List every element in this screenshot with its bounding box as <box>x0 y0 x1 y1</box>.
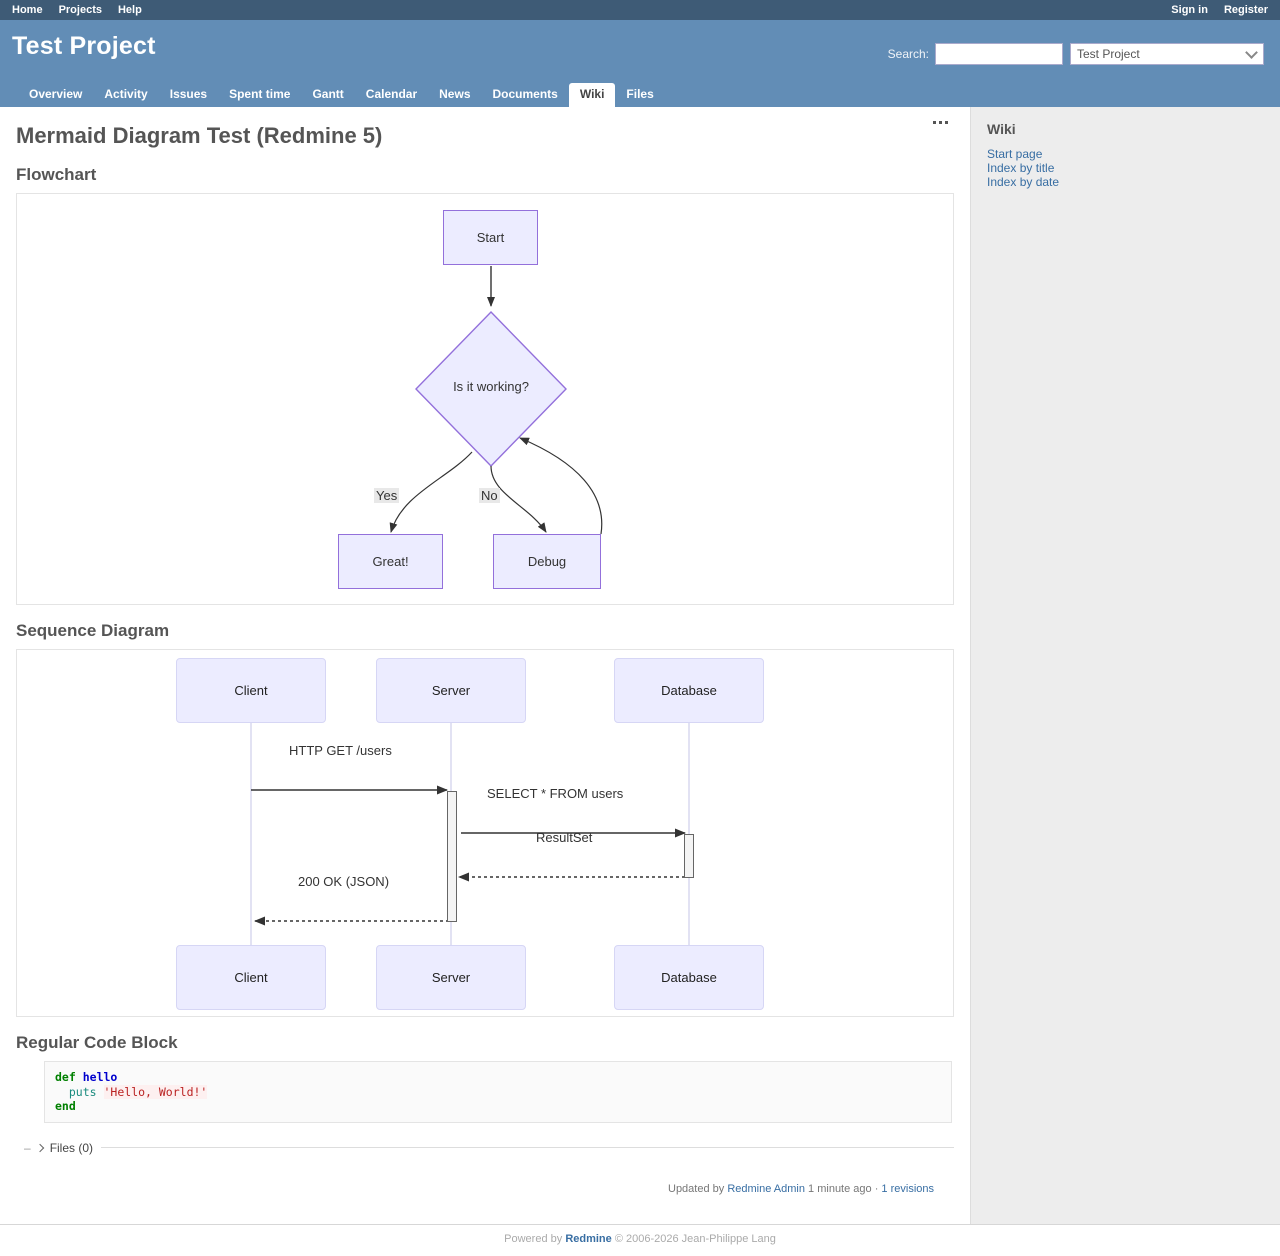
heading-flowchart: Flowchart <box>16 165 97 184</box>
files-toggle-label: Files (0) <box>49 1140 94 1155</box>
sequence-actor-server-bottom: Server <box>376 945 526 1010</box>
footer-powered-text: Powered by <box>504 1233 566 1245</box>
sequence-message-label-resultset: ResultSet <box>536 830 593 845</box>
heading-sequence-diagram: Sequence Diagram <box>16 621 170 640</box>
flowchart-node-great-label: Great! <box>372 554 409 569</box>
code-token-st: 'Hello, World!' <box>103 1084 208 1099</box>
updated-info: Updated by Redmine Admin 1 minute ago · … <box>16 1183 954 1195</box>
flowchart-edge-label-yes: Yes <box>374 488 400 503</box>
activation-database <box>684 834 694 878</box>
sequence-message-label-200-ok: 200 OK (JSON) <box>298 874 390 889</box>
sequence-actor-database-bottom: Database <box>614 945 764 1010</box>
tab-gantt[interactable]: Gantt <box>312 87 344 101</box>
flowchart-node-great: Great! <box>338 534 443 589</box>
search-label: Search: <box>887 47 929 61</box>
page-actions-menu-icon[interactable] <box>933 121 948 124</box>
flowchart-node-start: Start <box>443 210 538 265</box>
top-menu-projects[interactable]: Projects <box>58 4 102 16</box>
tab-calendar[interactable]: Calendar <box>365 87 418 101</box>
files-divider <box>101 1147 954 1148</box>
tab-documents[interactable]: Documents <box>492 87 558 101</box>
search-scope-value: Test Project <box>1077 47 1140 61</box>
sidebar-link-index-by-title[interactable]: Index by title <box>987 161 1055 175</box>
flowchart-node-debug-label: Debug <box>527 554 567 569</box>
footer-redmine-link[interactable]: Redmine <box>565 1233 612 1245</box>
chevron-right-icon <box>35 1143 44 1152</box>
edge-debug-back <box>519 437 603 535</box>
search-input[interactable] <box>935 43 1063 65</box>
tab-activity[interactable]: Activity <box>104 87 148 101</box>
edge-no <box>490 465 547 533</box>
sequence-actor-database-top: Database <box>614 658 764 723</box>
dot-1 <box>933 121 936 124</box>
tab-overview[interactable]: Overview <box>29 87 83 101</box>
project-title: Test Project <box>12 32 156 60</box>
flowchart-node-debug: Debug <box>493 534 601 589</box>
page-title: Mermaid Diagram Test (Redmine 5) <box>16 123 383 148</box>
chevron-down-icon <box>1245 46 1258 59</box>
sidebar-heading: Wiki <box>987 121 1016 137</box>
mermaid-sequence-diagram: Client Server Database Client Server Dat… <box>16 649 954 1017</box>
tab-wiki[interactable]: Wiki <box>568 83 616 107</box>
sidebar-link-index-by-date[interactable]: Index by date <box>987 175 1060 189</box>
search-scope-select[interactable]: Test Project <box>1070 43 1264 65</box>
code-token-fn: hello <box>82 1070 118 1084</box>
activation-server <box>447 791 457 922</box>
footer-copyright: © 2006-2026 Jean-Philippe Lang <box>611 1233 776 1245</box>
top-menu-home[interactable]: Home <box>12 4 43 16</box>
page-body: Mermaid Diagram Test (Redmine 5) Flowcha… <box>0 107 1280 1224</box>
sequence-actor-client-bottom: Client <box>176 945 326 1010</box>
code-block: def hello puts 'Hello, World!' end <box>44 1061 952 1123</box>
top-menu-help[interactable]: Help <box>117 4 142 16</box>
top-menu-bar: Home Projects Help Sign in Register <box>0 0 1280 20</box>
flowchart-node-start-label: Start <box>476 230 505 245</box>
sequence-message-label-http-get: HTTP GET /users <box>289 743 392 758</box>
project-header: Test Project Search: Test Project <box>0 20 1280 80</box>
tab-files[interactable]: Files <box>626 87 654 101</box>
flowchart-node-decision-label-wrap: Is it working? <box>416 379 566 394</box>
updated-revisions-link[interactable]: 1 revisions <box>881 1182 934 1195</box>
updated-prefix: Updated by <box>668 1182 728 1195</box>
heading-regular-code-block: Regular Code Block <box>16 1033 178 1052</box>
mermaid-flowchart: Start Is it working? Yes No Great! Debug <box>16 193 954 605</box>
tab-issues[interactable]: Issues <box>169 87 208 101</box>
files-toggle-row[interactable]: – Files (0) <box>16 1141 954 1155</box>
flowchart-svg <box>389 266 603 535</box>
flowchart-node-decision-label: Is it working? <box>453 379 529 394</box>
sequence-actor-client-top: Client <box>176 658 326 723</box>
updated-separator: · <box>871 1182 882 1195</box>
main-content: Mermaid Diagram Test (Redmine 5) Flowcha… <box>0 107 970 1224</box>
tab-news[interactable]: News <box>439 87 471 101</box>
collapse-dash-icon: – <box>24 1140 31 1155</box>
quick-search: Search: Test Project <box>888 43 1264 65</box>
updated-time: 1 minute ago <box>804 1182 872 1195</box>
code-token-k: def <box>55 1070 76 1084</box>
top-menu-account-links: Sign in Register <box>1171 4 1268 16</box>
tab-spent-time[interactable]: Spent time <box>229 87 291 101</box>
sequence-actor-server-top: Server <box>376 658 526 723</box>
sequence-message-label-select: SELECT * FROM users <box>487 786 624 801</box>
page-footer: Powered by Redmine © 2006-2026 Jean-Phil… <box>0 1224 1280 1256</box>
project-main-menu: Overview Activity Issues Spent time Gant… <box>0 80 1280 107</box>
top-menu-register[interactable]: Register <box>1223 4 1268 16</box>
code-token-id: puts <box>68 1084 97 1099</box>
edge-yes <box>389 451 473 533</box>
top-menu-sign-in[interactable]: Sign in <box>1171 4 1208 16</box>
dot-3 <box>945 121 948 124</box>
sidebar: Wiki Start page Index by title Index by … <box>970 107 1280 1224</box>
dot-2 <box>939 121 942 124</box>
sidebar-link-start-page[interactable]: Start page <box>987 147 1043 161</box>
flowchart-edge-label-no: No <box>479 488 500 503</box>
updated-author-link[interactable]: Redmine Admin <box>727 1182 805 1195</box>
code-token-k: end <box>55 1099 76 1113</box>
